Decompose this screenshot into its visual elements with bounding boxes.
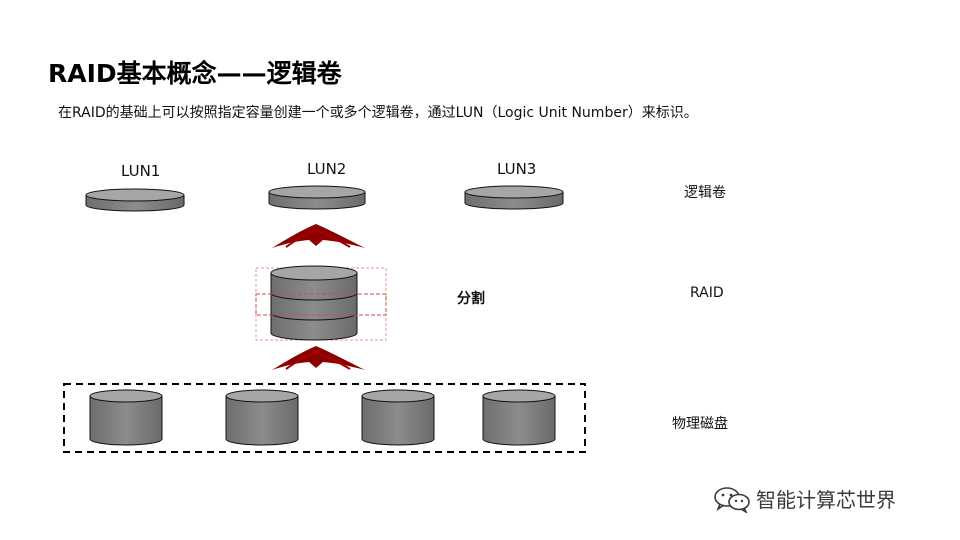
lun3-volume <box>464 185 564 210</box>
physical-disk <box>482 389 556 446</box>
raid-group <box>255 265 387 341</box>
physical-disk <box>225 389 299 446</box>
lun1-label: LUN1 <box>121 162 161 180</box>
logical-volume-layer-label: 逻辑卷 <box>684 185 726 201</box>
lun1-volume <box>85 188 185 212</box>
wechat-icon <box>714 486 750 513</box>
upward-arrow-icon <box>272 346 365 370</box>
page-title: RAID基本概念——逻辑卷 <box>48 59 342 88</box>
physical-disk <box>89 389 163 446</box>
split-highlight <box>255 293 387 316</box>
physical-disks-layer-label: 物理磁盘 <box>672 416 728 432</box>
physical-disk <box>361 389 435 446</box>
upward-arrow-icon <box>272 224 365 248</box>
watermark: 智能计算芯世界 <box>712 484 896 513</box>
page-subtitle: 在RAID的基础上可以按照指定容量创建一个或多个逻辑卷，通过LUN（Logic … <box>58 105 698 121</box>
physical-disks-group <box>63 383 586 453</box>
lun2-volume <box>268 185 366 210</box>
watermark-text: 智能计算芯世界 <box>756 488 896 512</box>
raid-layer-label: RAID <box>690 285 724 301</box>
lun3-label: LUN3 <box>497 160 537 178</box>
lun2-label: LUN2 <box>307 160 347 178</box>
split-label: 分割 <box>457 291 485 307</box>
